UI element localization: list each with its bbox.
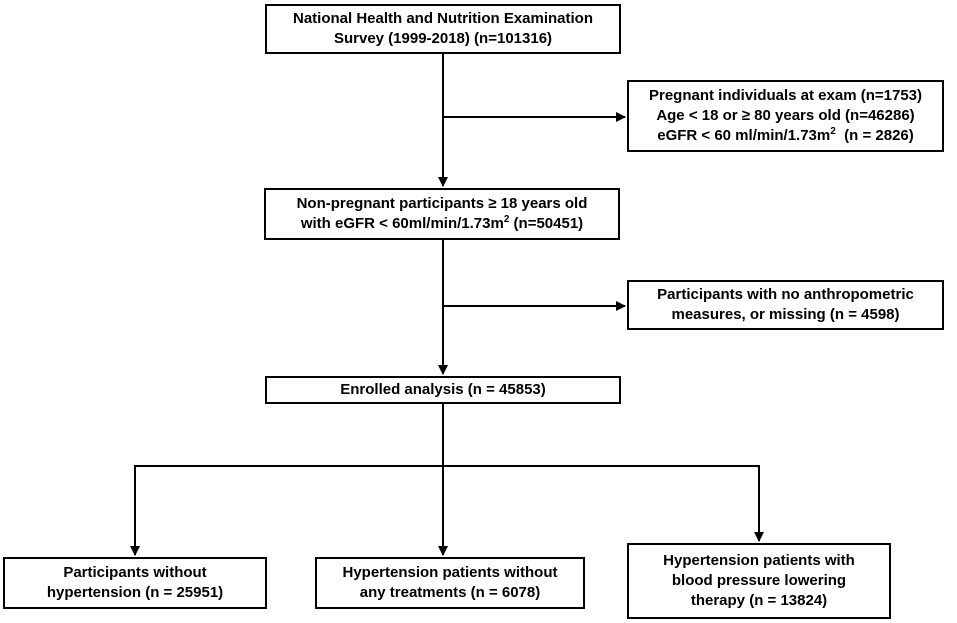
group-box-1: Participants without hypertension (n = 2…: [3, 557, 267, 609]
exclusion-box-1: Pregnant individuals at exam (n=1753) Ag…: [627, 80, 944, 152]
nhanes-box: National Health and Nutrition Examinatio…: [265, 4, 621, 54]
group-box-3: Hypertension patients with blood pressur…: [627, 543, 891, 619]
group-box-2: Hypertension patients without any treatm…: [315, 557, 585, 609]
exclusion-box-2: Participants with no anthropometric meas…: [627, 280, 944, 330]
nonpregnant-box: Non-pregnant participants ≥ 18 years old…: [264, 188, 620, 240]
enrolled-box: Enrolled analysis (n = 45853): [265, 376, 621, 404]
